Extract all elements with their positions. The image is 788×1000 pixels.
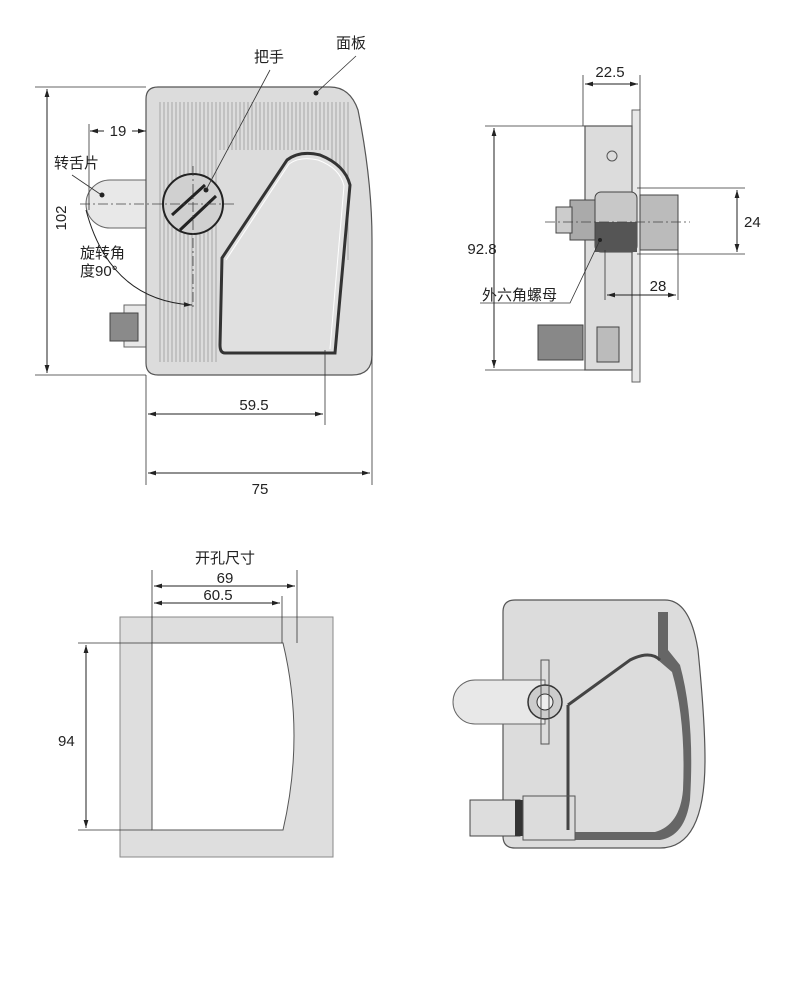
hinge-block [109, 304, 147, 348]
dim-shaft-length: 28 [650, 278, 667, 295]
label-tongue: 转舌片 [54, 155, 99, 172]
dim-tongue-offset: 19 [110, 123, 127, 140]
label-rotation-2: 度90° [80, 263, 118, 280]
label-handle: 把手 [254, 49, 284, 66]
label-panel: 面板 [336, 34, 366, 52]
front-view: 面板 把手 转舌片 旋转角 度90° 19 102 59.5 75 [35, 34, 373, 498]
rear-tongue [452, 679, 546, 725]
cutout-title: 开孔尺寸 [195, 550, 255, 567]
shaft [594, 191, 679, 253]
dim-cutout-height: 94 [58, 733, 75, 750]
dim-cutout-inner-width: 60.5 [203, 587, 232, 604]
rear-view [452, 599, 706, 849]
dim-cutout-outer-width: 69 [217, 570, 234, 587]
side-view: 22.5 92.8 24 28 外六角螺母 [467, 64, 761, 383]
dim-side-height: 92.8 [467, 241, 496, 258]
dim-front-height: 102 [53, 205, 70, 230]
hex-nut [555, 199, 596, 241]
rear-panel [502, 599, 706, 849]
label-hex-nut: 外六角螺母 [482, 287, 557, 304]
handle [218, 151, 352, 355]
cutout-hole [151, 642, 295, 831]
cutout-view: 开孔尺寸 69 60.5 94 [58, 550, 334, 858]
rear-hinge [469, 795, 576, 841]
side-hinge [537, 324, 620, 363]
dim-shaft-diameter: 24 [744, 214, 761, 231]
label-rotation-1: 旋转角 [80, 245, 125, 262]
dim-handle-width: 59.5 [239, 397, 268, 414]
dim-total-width: 75 [252, 481, 269, 498]
dim-side-depth: 22.5 [595, 64, 624, 81]
